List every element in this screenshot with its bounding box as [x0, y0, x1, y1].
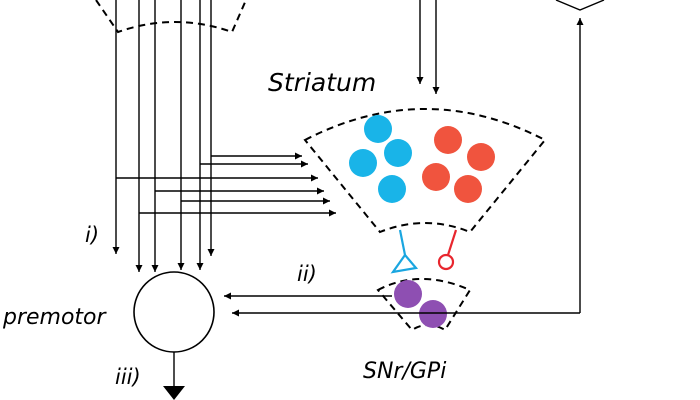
red-neuron [454, 175, 482, 203]
red-neuron [422, 163, 450, 191]
purple-neuron [394, 280, 422, 308]
blue-terminal-icon [390, 229, 419, 274]
snr-to-premotor-projections [224, 292, 460, 317]
red-terminal-icon [437, 229, 458, 271]
red-neuron [434, 126, 462, 154]
cortico-striatal-projections [116, 152, 336, 217]
blue-neuron [364, 115, 392, 143]
purple-neuron-cluster [394, 280, 447, 328]
red-neuron [467, 143, 495, 171]
blue-neuron [384, 139, 412, 167]
premotor-node [133, 271, 215, 353]
pathway-iii-label: iii) [115, 365, 141, 389]
snr-gpi-label: SNr/GPi [363, 359, 446, 384]
blue-neuron [349, 149, 377, 177]
return-loop [460, 0, 605, 314]
top-right-arrowhead-icon [555, 0, 605, 11]
cortex-region-outline [95, 0, 247, 34]
pathway-ii-label: ii) [297, 262, 317, 286]
blue-neuron-cluster [349, 115, 412, 203]
blue-neuron [378, 175, 406, 203]
descending-projections [112, 0, 215, 272]
striatum-top-inputs [416, 0, 440, 94]
red-neuron-cluster [422, 126, 495, 203]
striatum-label: Striatum [268, 68, 376, 97]
purple-neuron [419, 300, 447, 328]
premotor-label: premotor [2, 305, 108, 330]
output-arrowhead-icon [163, 386, 185, 400]
pathway-i-label: i) [85, 223, 99, 247]
